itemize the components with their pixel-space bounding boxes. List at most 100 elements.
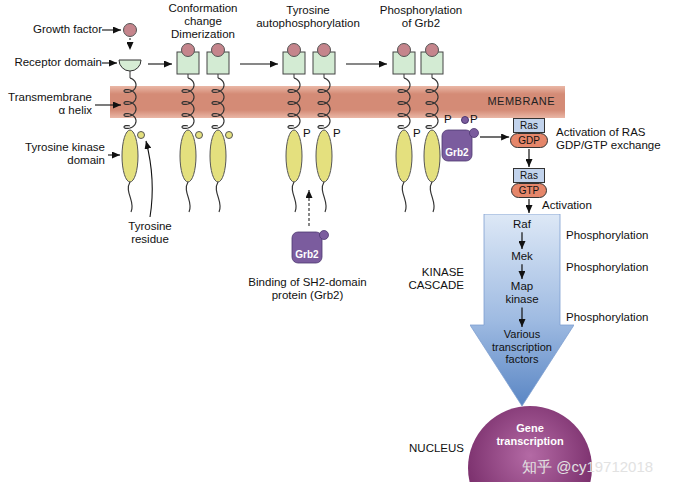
annotation: Phosphorylation of Grb2 (375, 4, 467, 30)
node-label: Ras (513, 168, 545, 183)
node-label: Map kinase (497, 280, 547, 306)
node-label: MEMBRANE (487, 95, 555, 108)
sh2-knob (320, 231, 329, 240)
receptor-tail (430, 182, 434, 212)
kinase-step: Mek (511, 250, 533, 263)
kinase-domain (396, 130, 412, 182)
stem (324, 74, 325, 78)
receptor (177, 44, 203, 213)
annotation: Tyrosine autophosphorylation (252, 4, 364, 30)
transmembrane-helix (212, 78, 224, 128)
transmembrane-helix (426, 78, 438, 128)
leader-arrow (240, 63, 278, 64)
node-label: Grb2 (295, 249, 324, 265)
tyrosine-residue (196, 132, 203, 139)
annotation: Tyrosine residue (115, 220, 185, 246)
node-label: NUCLEUS (404, 442, 464, 455)
growth-factor (398, 44, 411, 57)
receptor-cup (119, 60, 141, 71)
leader-arrow (95, 104, 121, 105)
stem (130, 71, 131, 78)
growth-factor (288, 44, 301, 57)
receptor-tail (128, 182, 132, 212)
receptor-tail (292, 182, 296, 212)
stem (188, 74, 189, 78)
leader-arrow (346, 63, 387, 64)
connector-arrow (521, 232, 522, 249)
annotation: Phosphorylation (566, 261, 648, 274)
connector-arrow (528, 149, 529, 167)
connector-arrow (528, 199, 529, 213)
stem (294, 74, 295, 78)
receptor-tail (322, 182, 326, 212)
receptor-tail (186, 182, 190, 212)
phosphate-mark: P (444, 113, 452, 126)
tyrosine-residue (226, 132, 233, 139)
leader-arrow (108, 154, 120, 155)
node-label: Ras (513, 118, 545, 133)
growth-factor (426, 44, 439, 57)
receptor (313, 44, 335, 213)
kinase-domain (424, 130, 440, 182)
kinase-domain (180, 130, 196, 182)
annotation: Activation of RAS GDP/GTP exchange (556, 126, 671, 152)
transmembrane-helix (318, 78, 330, 128)
receptor (393, 44, 415, 213)
annotation: Transmembrane α helix (2, 91, 92, 117)
annotation: Binding of SH2-domain protein (Grb2) (235, 276, 380, 302)
phosphate-mark: P (413, 127, 421, 140)
annotation: Activation (542, 199, 592, 212)
grb2-sh2-protein: Grb2 (291, 228, 329, 264)
node-label: Mek (511, 250, 533, 263)
annotation: Growth factor (2, 23, 102, 36)
growth-factor (212, 44, 225, 57)
growth-factor (124, 24, 137, 37)
transmembrane-helix (124, 78, 136, 128)
phosphate-mark: P (470, 113, 478, 126)
receptor (283, 44, 305, 213)
grb2-protein: Grb2 (441, 126, 479, 162)
node-sublabel: GDP (510, 133, 548, 148)
stem (432, 74, 433, 78)
kinase-step: Raf (513, 218, 531, 231)
connector-arrow (521, 264, 522, 279)
receptor (421, 44, 443, 213)
membrane-band: MEMBRANE (110, 86, 565, 118)
ras-gtp: RasGTP (511, 168, 548, 198)
leader-arrow (102, 29, 121, 30)
transmembrane-helix (398, 78, 410, 128)
node-label: KINASE CASCADE (404, 266, 464, 292)
connector-arrow (521, 307, 522, 327)
annotation: Phosphorylation (566, 229, 648, 242)
kinase-domain (122, 130, 138, 182)
tyrosine-residue (138, 132, 145, 139)
sh2-knob (470, 129, 479, 138)
transcription-factors: Various transcription factors (488, 328, 556, 366)
stem (218, 74, 219, 78)
kinase-domain (316, 130, 332, 182)
phosphate-mark: P (333, 127, 341, 140)
leader-arrow (148, 63, 172, 64)
node-label: Grb2 (445, 147, 474, 163)
annotation: Conformation change Dimerization (162, 2, 244, 42)
node-label: Raf (513, 218, 531, 231)
transmembrane-helix (182, 78, 194, 128)
ras-gdp: RasGDP (510, 118, 548, 148)
receptor (207, 44, 233, 213)
receptor-tail (402, 182, 406, 212)
receptor (119, 24, 145, 213)
stem (404, 74, 405, 78)
phosphate-mark: P (303, 127, 311, 140)
growth-factor (182, 44, 195, 57)
annotation: Phosphorylation (566, 311, 648, 324)
annotation: Tyrosine kinase domain (5, 141, 105, 167)
node-sublabel: Gene transcription (494, 422, 566, 447)
phosphate-site (462, 117, 469, 124)
cascade-arrow-body (470, 214, 574, 406)
kinase-domain (210, 130, 226, 182)
growth-factor (318, 44, 331, 57)
kinase-step: Map kinase (497, 280, 547, 306)
leader-arrow (146, 141, 152, 217)
leader-arrow (102, 62, 117, 63)
watermark: 知乎 @cy19712018 (522, 458, 653, 475)
